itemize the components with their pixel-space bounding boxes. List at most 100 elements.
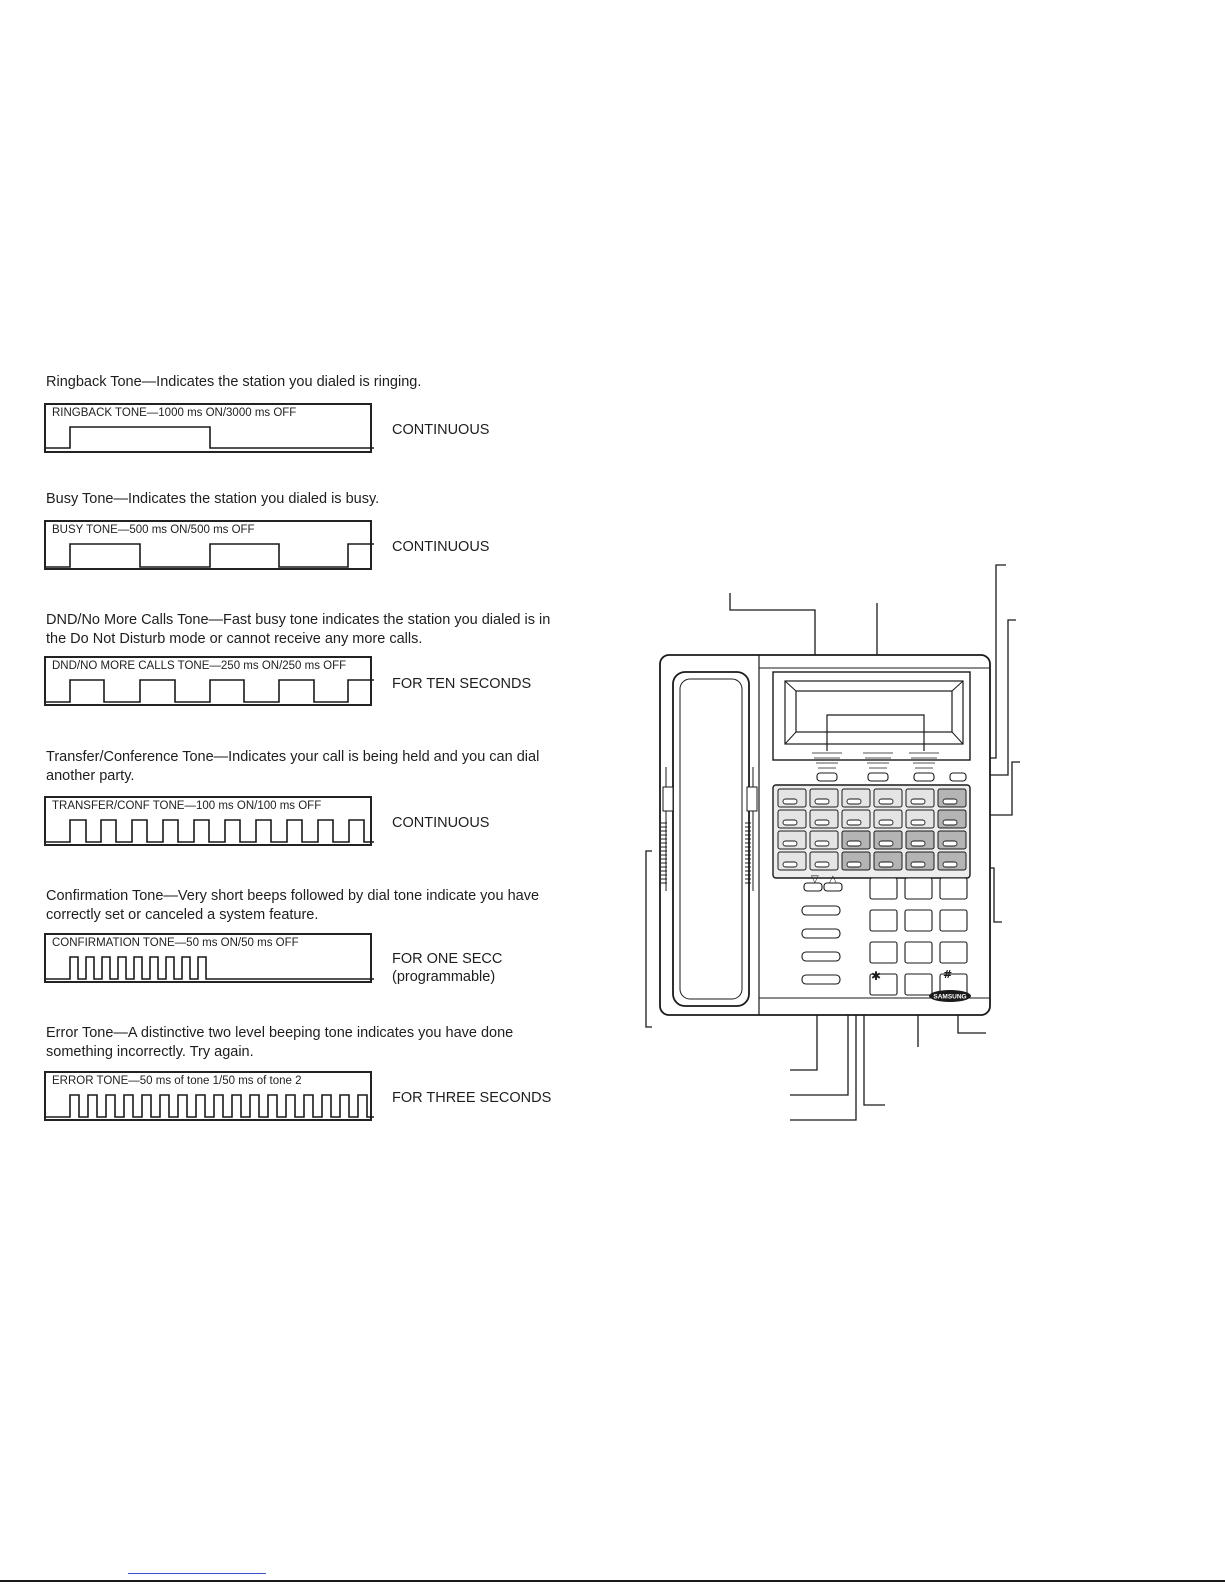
soft-key-1 <box>816 772 838 782</box>
button-indicator <box>782 819 798 826</box>
button-indicator <box>878 840 894 847</box>
button-indicator <box>878 861 894 868</box>
tone-box-label: DND/NO MORE CALLS TONE—250 ms ON/250 ms … <box>52 660 347 672</box>
soft-key-2 <box>867 772 889 782</box>
speaker-grille-left <box>661 822 667 884</box>
handset-cradle-notch <box>662 786 674 812</box>
waveform-line <box>46 819 374 843</box>
ringback-waveform <box>46 426 374 449</box>
dnd-waveform <box>46 679 374 703</box>
button-indicator <box>846 798 862 805</box>
feature-key-4 <box>801 974 841 985</box>
confirmation-waveform <box>46 956 374 980</box>
tone-description: Error Tone—A distinctive two level beepi… <box>46 1025 514 1060</box>
lcd-bevel <box>951 731 964 745</box>
soft-key-leader <box>826 714 925 751</box>
tone-box-label: TRANSFER/CONF TONE—100 ms ON/100 ms OFF <box>52 800 322 812</box>
scroll-key <box>949 772 967 782</box>
programmable-buttons <box>777 788 967 871</box>
tone-duration: CONTINUOUS <box>392 539 490 555</box>
dial-key[interactable] <box>904 909 933 932</box>
button-indicator <box>910 840 926 847</box>
handset <box>672 671 750 1007</box>
callout-line <box>957 1013 986 1034</box>
button-indicator <box>846 840 862 847</box>
button-indicator <box>782 798 798 805</box>
dial-key[interactable] <box>904 973 933 996</box>
handset-cradle-notch <box>746 786 758 812</box>
dial-key[interactable] <box>869 909 898 932</box>
lcd-bevel <box>951 680 964 692</box>
dial-key[interactable] <box>904 941 933 964</box>
tone-waveform-box: CONFIRMATION TONE—50 ms ON/50 ms OFF <box>44 933 374 983</box>
dial-key[interactable] <box>869 941 898 964</box>
button-indicator <box>846 819 862 826</box>
button-indicator <box>814 861 830 868</box>
waveform-line <box>46 679 374 703</box>
button-indicator <box>814 819 830 826</box>
tone-waveform-box: BUSY TONE—500 ms ON/500 ms OFF <box>44 520 374 570</box>
button-indicator <box>942 861 958 868</box>
button-indicator <box>878 798 894 805</box>
handset-inner <box>679 678 743 1000</box>
feature-key-1 <box>801 905 841 916</box>
callout-line <box>645 850 652 1028</box>
brand-logo: SAMSUNG <box>933 994 966 1001</box>
tone-box-label: CONFIRMATION TONE—50 ms ON/50 ms OFF <box>52 937 299 949</box>
tone-box-label: ERROR TONE—50 ms of tone 1/50 ms of tone… <box>52 1075 302 1087</box>
tone-duration: CONTINUOUS <box>392 815 490 831</box>
transfer-waveform <box>46 819 374 843</box>
waveform-line <box>46 543 374 568</box>
button-indicator <box>942 840 958 847</box>
error-waveform <box>46 1094 374 1118</box>
dial-key[interactable] <box>869 877 898 900</box>
tone-waveform-box: DND/NO MORE CALLS TONE—250 ms ON/250 ms … <box>44 656 374 706</box>
waveform-line <box>46 426 374 449</box>
star-key-icon: ✱ <box>871 969 881 983</box>
dial-key[interactable] <box>904 877 933 900</box>
soft-key-fans <box>812 752 939 769</box>
hash-key-icon: # <box>943 968 952 981</box>
tone-description: DND/No More Calls Tone—Fast busy tone in… <box>46 612 551 647</box>
volume-down-key <box>803 882 823 892</box>
button-indicator <box>910 798 926 805</box>
dial-key[interactable] <box>939 877 968 900</box>
button-indicator <box>910 819 926 826</box>
lcd-bevel <box>784 680 797 692</box>
tone-box-label: BUSY TONE—500 ms ON/500 ms OFF <box>52 524 255 536</box>
tone-duration: CONTINUOUS <box>392 422 490 438</box>
button-indicator <box>814 798 830 805</box>
tone-duration: FOR TEN SECONDS <box>392 676 532 692</box>
button-indicator <box>782 861 798 868</box>
phone-diagram: ▽ △ ✱ # SAMSUNG <box>645 564 1020 1121</box>
tone-duration-note: (programmable) <box>392 969 496 985</box>
volume-down-icon: ▽ <box>811 874 819 885</box>
tone-box-label: RINGBACK TONE—1000 ms ON/3000 ms OFF <box>52 407 297 419</box>
button-indicator <box>942 798 958 805</box>
volume-up-icon: △ <box>829 874 837 885</box>
soft-key-3 <box>913 772 935 782</box>
speaker-grille-right <box>745 822 751 884</box>
lcd-screen <box>795 690 953 733</box>
tone-description: Transfer/Conference Tone—Indicates your … <box>46 749 540 784</box>
button-indicator <box>910 861 926 868</box>
tone-duration: FOR THREE SECONDS <box>392 1090 552 1106</box>
lcd-bevel <box>784 731 797 745</box>
tone-description: Confirmation Tone—Very short beeps follo… <box>46 888 540 923</box>
button-indicator <box>878 819 894 826</box>
button-indicator <box>782 840 798 847</box>
button-indicator <box>814 840 830 847</box>
dial-key[interactable] <box>869 973 898 996</box>
busy-waveform <box>46 543 374 568</box>
dial-key[interactable] <box>939 941 968 964</box>
waveform-line <box>46 956 374 980</box>
waveform-line <box>46 1094 374 1118</box>
tone-description: Busy Tone—Indicates the station you dial… <box>46 491 380 507</box>
dial-key[interactable] <box>939 909 968 932</box>
tone-waveform-box: TRANSFER/CONF TONE—100 ms ON/100 ms OFF <box>44 796 374 846</box>
tone-waveform-box: RINGBACK TONE—1000 ms ON/3000 ms OFF <box>44 403 374 453</box>
brand-logo-badge <box>929 990 971 1002</box>
feature-key-3 <box>801 951 841 962</box>
footer-link-underline <box>128 1573 266 1574</box>
dial-pad <box>869 877 968 996</box>
